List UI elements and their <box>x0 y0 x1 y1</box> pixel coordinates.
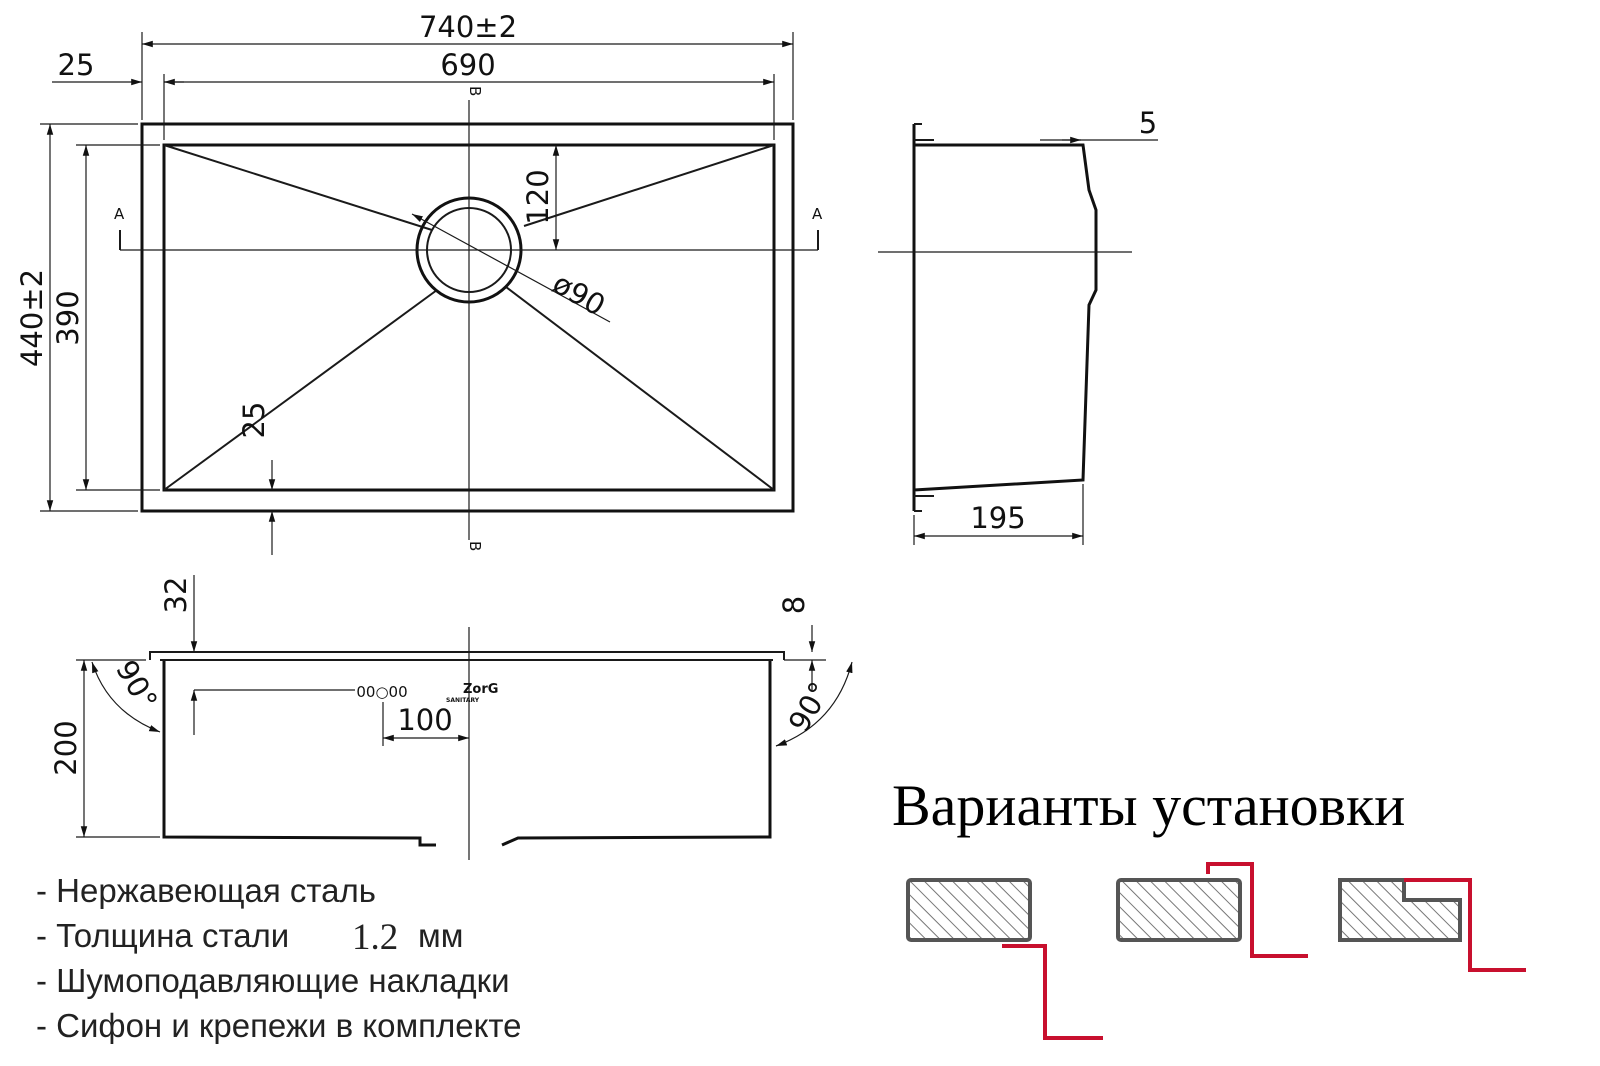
front-bowl-outline-right <box>501 660 772 847</box>
sink-profile-undermount <box>1002 944 1103 1040</box>
dim-depth: 195 <box>970 501 1025 535</box>
section-marker-a-right: A <box>812 205 823 250</box>
plan-view: A A B B 740±2 690 25 440±2 <box>15 10 823 555</box>
section-marker-b-top: B <box>466 86 484 96</box>
feature-item: - Сифон и крепежи в комплекте <box>36 1007 522 1044</box>
dim-drain-offset: 120 <box>521 169 555 224</box>
side-profile-outline <box>912 124 1098 511</box>
install-heading: Варианты установки <box>892 773 1405 838</box>
section-a-label-left: A <box>114 205 125 223</box>
section-marker-b-bottom: B <box>466 541 484 551</box>
feature-item: - Шумоподавляющие накладки <box>36 962 510 999</box>
section-marker-a-left: A <box>114 205 125 250</box>
angle-right: 90° <box>782 676 837 738</box>
sink-outer-outline <box>140 122 795 513</box>
feature-item: - Нержавеющая сталь <box>36 872 376 909</box>
angle-left: 90° <box>109 654 164 716</box>
dim-inner-depth: 390 <box>51 290 85 345</box>
dim-flange: 25 <box>58 48 95 82</box>
feature-thickness-label: - Толщина стали <box>36 917 289 954</box>
feature-thickness-value: 1.2 <box>352 917 398 958</box>
dim-line-drain-diameter <box>411 213 611 323</box>
dim-inner-width: 690 <box>440 48 495 82</box>
front-bowl-outline <box>162 660 436 847</box>
side-flange-bottom <box>914 495 934 512</box>
side-flange-top <box>914 123 934 141</box>
install-option-flush <box>1338 878 1526 972</box>
dim-rim: 5 <box>1139 106 1157 140</box>
angle-arc-left <box>91 661 161 733</box>
dim-edge: 32 <box>159 577 193 614</box>
install-option-undermount <box>906 878 1103 1040</box>
side-view: 5 195 <box>878 106 1158 545</box>
dim-drain-diameter: ø90 <box>547 266 611 323</box>
front-rim-top <box>149 651 785 660</box>
overflow-mark: 00○00 <box>356 683 407 701</box>
front-view: 00○00 ZorG SANITARY 32 8 200 100 90° 90° <box>49 575 853 860</box>
logo-main: ZorG <box>463 682 498 697</box>
feature-item: - Толщина стали <box>36 917 289 954</box>
features-list: - Нержавеющая сталь - Толщина стали 1.2 … <box>36 872 522 1044</box>
install-option-overmount <box>1116 862 1308 958</box>
countertop-slab-flush <box>1338 878 1462 942</box>
bowl-slope-lines <box>163 144 775 491</box>
dim-overall-depth: 440±2 <box>15 269 49 367</box>
section-b-label-top: B <box>466 86 484 96</box>
dim-overall-width: 740±2 <box>419 10 517 44</box>
dim-bottom-margin: 25 <box>237 402 271 439</box>
section-b-label-bottom: B <box>466 541 484 551</box>
angle-arc-right <box>775 661 853 747</box>
sink-profile-flush <box>1404 878 1526 972</box>
dim-height: 200 <box>49 720 83 775</box>
dim-drain-shift: 100 <box>397 703 452 737</box>
feature-thickness-unit: мм <box>418 917 463 954</box>
countertop-slab-undermount <box>906 878 1032 942</box>
brand-logo: ZorG SANITARY <box>446 682 498 704</box>
countertop-slab-overmount <box>1116 878 1242 942</box>
logo-sub: SANITARY <box>446 697 480 704</box>
sink-profile-overmount <box>1206 862 1308 958</box>
dim-lip: 8 <box>777 596 811 614</box>
section-a-label-right: A <box>812 205 823 223</box>
